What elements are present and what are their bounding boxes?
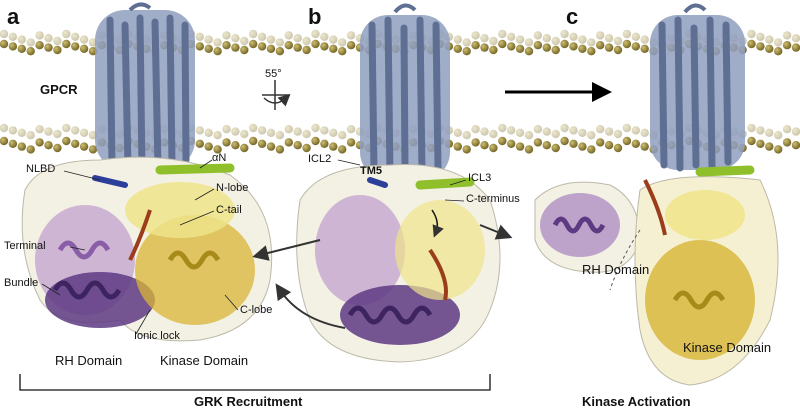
motion-arrows-b [252,209,513,329]
transition-arrow [505,82,612,102]
grk-recruitment-caption: GRK Recruitment [194,394,303,409]
bundle-label: Bundle [4,277,39,289]
c-tail-label: C-tail [216,204,242,216]
alpha-n-label: αN [212,152,227,164]
ionic-lock-label: Ionic lock [134,330,180,342]
panel-label-c: c [566,4,579,29]
icl2-label: ICL2 [308,153,332,165]
icl3-label: ICL3 [468,172,492,184]
tm5-label: TM5 [360,165,382,177]
kinase-domain-label-a: Kinase Domain [160,353,249,368]
gpcr-structure-a [95,2,195,174]
recruitment-bracket [19,374,491,391]
terminal-label: Terminal [4,240,46,252]
kinase-activation-caption: Kinase Activation [582,394,691,409]
rh-domain-label-a: RH Domain [55,353,123,368]
gpcr-structure-c [650,3,745,172]
grk-structure-a [21,156,273,342]
c-lobe-label: C-lobe [240,304,273,316]
panel-label-b: b [308,4,322,29]
nlbd-label: NLBD [26,163,56,175]
grk-structure-c [534,165,779,386]
rotation-icon [262,80,291,110]
rh-domain-label-c: RH Domain [582,262,650,277]
panel-label-a: a [7,4,20,29]
leader-lines [41,159,467,335]
gpcr-label: GPCR [40,82,78,97]
c-terminus-label: C-terminus [466,193,520,205]
n-lobe-label: N-lobe [216,182,249,194]
rotation-angle-label: 55° [265,68,282,80]
kinase-domain-label-c: Kinase Domain [683,340,772,355]
gpcr-structure-b [360,3,450,180]
grk-structure-b [296,163,501,363]
